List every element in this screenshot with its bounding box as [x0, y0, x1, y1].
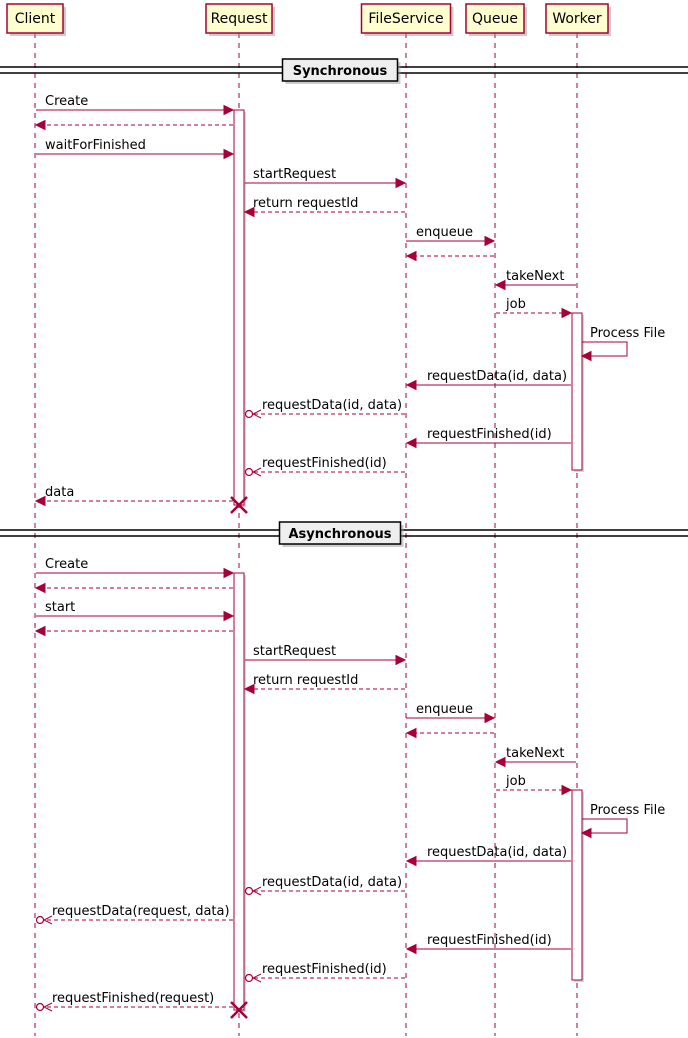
message-label: enqueue — [416, 702, 473, 717]
arrowhead — [223, 148, 235, 160]
arrowhead — [223, 610, 235, 622]
message-label: takeNext — [506, 269, 564, 284]
arrowhead — [580, 350, 592, 362]
message-label: Create — [45, 557, 88, 572]
message-label: requestData(id, data) — [262, 875, 402, 890]
arrowhead — [223, 104, 235, 116]
divider-box — [278, 521, 402, 545]
arrowhead — [405, 943, 417, 955]
circle-endpoint — [244, 467, 254, 477]
arrowhead — [34, 119, 46, 131]
activation-bar — [571, 789, 583, 981]
self-message-line — [582, 818, 628, 834]
arrowhead — [34, 495, 46, 507]
message-label: requestFinished(id) — [427, 427, 552, 442]
self-message-label: Process File — [590, 326, 665, 341]
self-message-line — [582, 341, 628, 357]
message-label: Create — [45, 94, 88, 109]
circle-endpoint — [244, 409, 254, 419]
self-message-label: Process File — [590, 803, 665, 818]
circle-endpoint — [244, 973, 254, 983]
divider-box — [281, 58, 399, 82]
message-label: data — [45, 485, 74, 500]
destroy-x-icon — [230, 496, 248, 514]
message-label: takeNext — [506, 746, 564, 761]
participant-client — [6, 3, 64, 34]
participant-label-fileservice: FileService — [368, 11, 443, 27]
arrowhead — [223, 567, 235, 579]
message-label: requestFinished(id) — [262, 456, 387, 471]
participant-label-client: Client — [15, 11, 56, 27]
divider-label: Asynchronous — [288, 527, 391, 542]
arrowhead — [395, 177, 407, 189]
arrowhead — [243, 683, 255, 695]
message-label: requestFinished(id) — [262, 962, 387, 977]
arrowhead — [405, 437, 417, 449]
arrowhead — [561, 307, 573, 319]
arrowhead — [494, 279, 506, 291]
participant-queue — [465, 3, 525, 34]
arrowhead — [580, 827, 592, 839]
message-label: return requestId — [253, 673, 358, 688]
participant-label-request: Request — [211, 11, 268, 27]
message-label: startRequest — [253, 167, 336, 182]
circle-endpoint — [35, 1002, 45, 1012]
activation-bar — [233, 572, 245, 1011]
message-label: job — [505, 774, 526, 789]
arrowhead — [395, 654, 407, 666]
message-label: requestData(id, data) — [427, 369, 567, 384]
open-arrowhead — [251, 886, 262, 896]
message-label: return requestId — [253, 196, 358, 211]
arrowhead — [34, 582, 46, 594]
arrowhead — [405, 250, 417, 262]
message-label: waitForFinished — [45, 138, 146, 153]
divider-label: Synchronous — [293, 64, 388, 79]
circle-endpoint — [35, 915, 45, 925]
message-label: requestData(id, data) — [262, 398, 402, 413]
circle-endpoint — [244, 886, 254, 896]
message-label: requestData(request, data) — [52, 904, 230, 919]
participant-request — [205, 3, 273, 34]
message-label: requestFinished(request) — [52, 991, 214, 1006]
arrowhead — [405, 379, 417, 391]
arrowhead — [561, 784, 573, 796]
arrowhead — [34, 625, 46, 637]
message-label: start — [45, 600, 75, 615]
participant-worker — [545, 3, 609, 34]
destroy-x-icon — [230, 1001, 248, 1019]
message-label: enqueue — [416, 225, 473, 240]
open-arrowhead — [42, 915, 53, 925]
open-arrowhead — [251, 409, 262, 419]
arrowhead — [484, 712, 496, 724]
arrowhead — [494, 756, 506, 768]
message-label: job — [505, 297, 526, 312]
arrowhead — [405, 727, 417, 739]
open-arrowhead — [42, 1002, 53, 1012]
activation-bar — [571, 312, 583, 471]
message-label: startRequest — [253, 644, 336, 659]
open-arrowhead — [251, 467, 262, 477]
activation-bar — [233, 109, 245, 506]
arrowhead — [484, 235, 496, 247]
participant-fileservice — [360, 3, 452, 34]
arrowhead — [405, 855, 417, 867]
message-label: requestData(id, data) — [427, 845, 567, 860]
open-arrowhead — [251, 973, 262, 983]
participant-label-queue: Queue — [472, 11, 518, 27]
participant-label-worker: Worker — [552, 11, 602, 27]
arrowhead — [243, 206, 255, 218]
message-label: requestFinished(id) — [427, 933, 552, 948]
